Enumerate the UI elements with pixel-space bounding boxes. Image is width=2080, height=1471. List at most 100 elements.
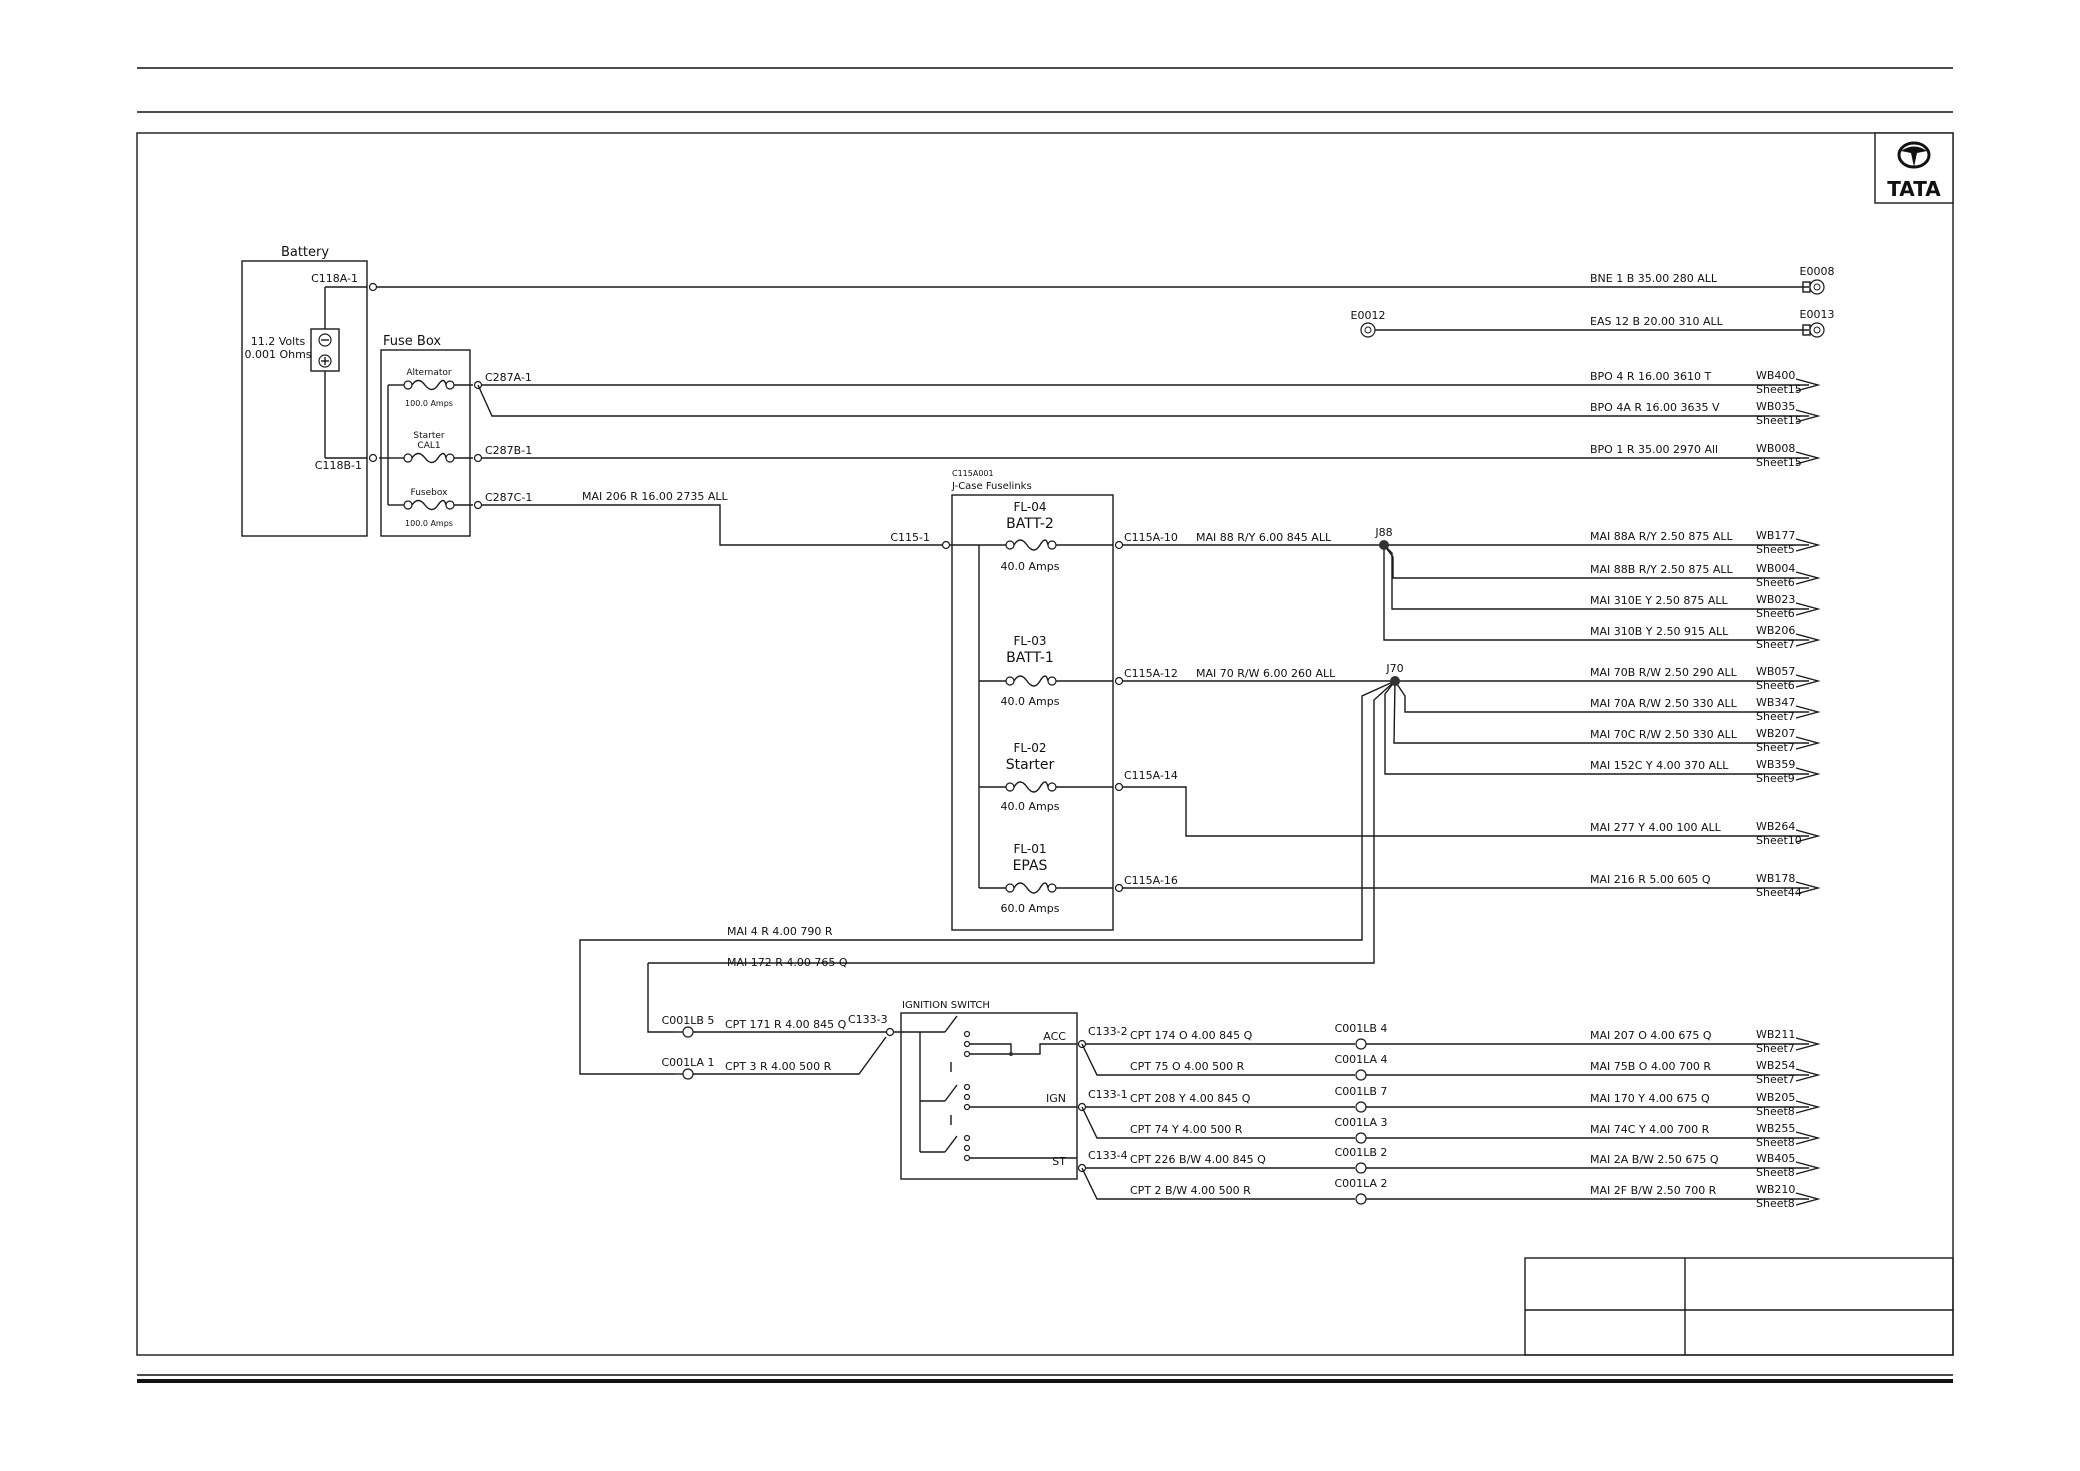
jcase-fuse-fl03: FL-03 BATT-1 40.0 Amps xyxy=(979,634,1113,708)
sheet-arrow-icon xyxy=(1795,571,1821,585)
sheet-arrow-icon xyxy=(1795,674,1821,688)
ignition-out-pin-st: C133-4 xyxy=(1088,1149,1128,1162)
output-dest: WB347 xyxy=(1756,696,1795,709)
ignition-out-pin-ign: C133-1 xyxy=(1088,1088,1128,1101)
jcase-pin-14: C115A-14 xyxy=(1124,769,1178,782)
fl01-id: FL-01 xyxy=(1014,842,1047,856)
fuse-alternator: Alternator 100.0 Amps xyxy=(403,368,455,408)
feed-wire-1: MAI 4 R 4.00 790 R xyxy=(727,925,833,938)
fl02-id: FL-02 xyxy=(1014,741,1047,755)
output-dest: WB255 xyxy=(1756,1122,1795,1135)
fl04-id: FL-04 xyxy=(1014,500,1047,514)
sheet-arrow-icon xyxy=(1795,1068,1821,1082)
output-dest: WB207 xyxy=(1756,727,1795,740)
ignition-label-ign: IGN xyxy=(1046,1092,1066,1105)
output-dest: WB400 xyxy=(1756,369,1795,382)
jcase-wire-70: MAI 70 R/W 6.00 260 ALL xyxy=(1196,667,1336,680)
output-dest: WB178 xyxy=(1756,872,1795,885)
fuse-fusebox: Fusebox 100.0 Amps xyxy=(403,488,455,528)
output-wire-label: MAI 74C Y 4.00 700 R xyxy=(1590,1123,1710,1136)
output-sheet: Sheet6 xyxy=(1756,607,1795,620)
output-dest: E0013 xyxy=(1800,308,1835,321)
sheet-arrow-icon xyxy=(1795,602,1821,616)
output-dest: WB205 xyxy=(1756,1091,1795,1104)
ignition-branch-connector: C001LA 4 xyxy=(1334,1053,1387,1066)
fuse-alternator-name: Alternator xyxy=(406,368,452,378)
junction-j70-label: J70 xyxy=(1385,662,1403,675)
ignition-label-st: ST xyxy=(1052,1155,1066,1168)
fuse-starter-name: Starter xyxy=(413,431,445,441)
battery-pos-pin: C118A-1 xyxy=(311,272,358,285)
jcase-fuse-fl01: FL-01 EPAS 60.0 Amps xyxy=(979,842,1113,915)
ignition-branch-connector: C001LB 2 xyxy=(1335,1146,1388,1159)
fuse-starter-cal1: Starter CAL1 xyxy=(403,431,455,464)
output-sheet: Sheet7 xyxy=(1756,741,1795,754)
output-dest: WB177 xyxy=(1756,529,1795,542)
ignition-out-pin-acc: C133-2 xyxy=(1088,1025,1128,1038)
output-wire-label: MAI 70B R/W 2.50 290 ALL xyxy=(1590,666,1738,679)
jcase-fuse-fl02: FL-02 Starter 40.0 Amps xyxy=(979,741,1113,813)
output-dest: WB359 xyxy=(1756,758,1795,771)
output-sheet: Sheet8 xyxy=(1756,1136,1795,1149)
junction-j70: J70 xyxy=(579,662,1809,1075)
jcase-pin-10: C115A-10 xyxy=(1124,531,1178,544)
sheet-arrow-icon xyxy=(1795,705,1821,719)
output-dest: WB023 xyxy=(1756,593,1795,606)
ignition-branch-connector: C001LB 7 xyxy=(1335,1085,1388,1098)
ignition-branch-connector: C001LB 4 xyxy=(1335,1022,1388,1035)
drawing-frame xyxy=(136,132,1954,1356)
fusebox-pin-b: C287B-1 xyxy=(485,444,532,457)
ignition-branch-wire: CPT 75 O 4.00 500 R xyxy=(1130,1060,1245,1073)
ignition-label-acc: ACC xyxy=(1043,1030,1066,1043)
connector-c001la1: C001LA 1 CPT 3 R 4.00 500 R xyxy=(661,1036,887,1080)
fl01-rating: 60.0 Amps xyxy=(1001,902,1060,915)
fuse-fusebox-name: Fusebox xyxy=(411,488,449,498)
jcase-wire-88: MAI 88 R/Y 6.00 845 ALL xyxy=(1196,531,1332,544)
ground-terminal-icon xyxy=(1809,322,1825,338)
output-wire-label: BPO 4 R 16.00 3610 T xyxy=(1590,370,1711,383)
output-wire-label: MAI 216 R 5.00 605 Q xyxy=(1590,873,1711,886)
output-dest: WB057 xyxy=(1756,665,1795,678)
output-wire-label: MAI 170 Y 4.00 675 Q xyxy=(1590,1092,1710,1105)
fl04-name: BATT-2 xyxy=(1006,516,1054,532)
ground-e0012: E0012 xyxy=(1351,309,1809,338)
output-wire-label: BPO 1 R 35.00 2970 All xyxy=(1590,443,1718,456)
output-sheet: Sheet8 xyxy=(1756,1197,1795,1210)
output-wire-label: MAI 2F B/W 2.50 700 R xyxy=(1590,1184,1717,1197)
sheet-arrow-icon xyxy=(1795,829,1821,843)
output-wire-label: BNE 1 B 35.00 280 ALL xyxy=(1590,272,1718,285)
output-wire-label: MAI 310E Y 2.50 875 ALL xyxy=(1590,594,1729,607)
output-wire-label: MAI 2A B/W 2.50 675 Q xyxy=(1590,1153,1719,1166)
feed-wire-2: MAI 172 R 4.00 765 Q xyxy=(727,956,848,969)
output-wire-label: BPO 4A R 16.00 3635 V xyxy=(1590,401,1720,414)
output-sheet: Sheet9 xyxy=(1756,772,1795,785)
sheet-arrow-icon xyxy=(1795,1192,1821,1206)
fl03-name: BATT-1 xyxy=(1006,650,1054,666)
sheet-arrow-icon xyxy=(1795,881,1821,895)
sheet-arrow-icon xyxy=(1795,633,1821,647)
ground-terminal-icon xyxy=(1809,279,1825,295)
output-wire-label: MAI 88A R/Y 2.50 875 ALL xyxy=(1590,530,1733,543)
jcase-title: J-Case Fuselinks xyxy=(951,481,1032,492)
fusebox-wire-label: MAI 206 R 16.00 2735 ALL xyxy=(582,490,729,503)
output-sheet: Sheet8 xyxy=(1756,1105,1795,1118)
output-wire-label: MAI 70C R/W 2.50 330 ALL xyxy=(1590,728,1738,741)
jcase-pin-16: C115A-16 xyxy=(1124,874,1178,887)
ground-e0012-label: E0012 xyxy=(1351,309,1386,322)
sheet-arrow-icon xyxy=(1795,409,1821,423)
c001lb5-wire: CPT 171 R 4.00 845 Q xyxy=(725,1018,847,1031)
output-sheet: Sheet15 xyxy=(1756,456,1802,469)
